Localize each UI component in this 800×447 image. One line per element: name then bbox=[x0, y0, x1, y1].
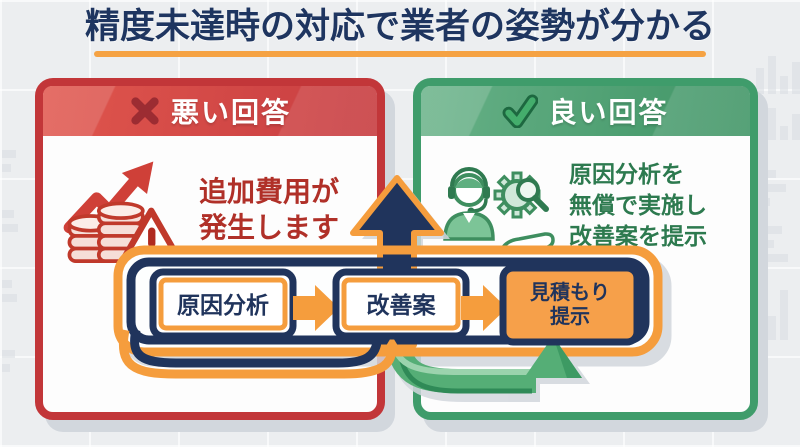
bad-answer-panel: 悪い回答 bbox=[35, 78, 385, 420]
bad-answer-label: 悪い回答 bbox=[170, 96, 291, 129]
title-block: 精度未達時の対応で業者の姿勢が分かる bbox=[0, 6, 800, 57]
good-answer-header: 良い回答 bbox=[421, 86, 750, 136]
bad-message-line-2: 発生します bbox=[199, 211, 340, 245]
good-answer-label: 良い回答 bbox=[548, 96, 669, 129]
title-underline bbox=[94, 50, 706, 57]
support-agent-analysis-icon bbox=[443, 167, 555, 261]
page-title: 精度未達時の対応で業者の姿勢が分かる bbox=[84, 7, 715, 47]
background-chart-decoration-left bbox=[2, 150, 18, 372]
bad-answer-header: 悪い回答 bbox=[43, 86, 377, 136]
bad-message-line-1: 追加費用が bbox=[199, 175, 340, 208]
x-mark-icon bbox=[131, 97, 159, 125]
good-answer-message: 原因分析を 無償で実施し 改善案を提示 bbox=[569, 160, 707, 253]
bad-answer-message: 追加費用が 発生します bbox=[199, 174, 339, 247]
good-message-line-2: 無償で実施し bbox=[569, 193, 707, 220]
good-answer-body: 原因分析を 無償で実施し 改善案を提示 bbox=[421, 136, 750, 272]
good-message-line-3: 改善案を提示 bbox=[569, 224, 707, 251]
rising-cost-warning-icon bbox=[63, 161, 187, 271]
good-answer-panel: 良い回答 bbox=[413, 78, 758, 420]
good-message-line-1: 原因分析を bbox=[569, 162, 684, 188]
check-mark-icon bbox=[503, 94, 539, 128]
background-chart-decoration-right bbox=[756, 56, 800, 340]
bad-answer-body: 追加費用が 発生します bbox=[43, 136, 377, 274]
